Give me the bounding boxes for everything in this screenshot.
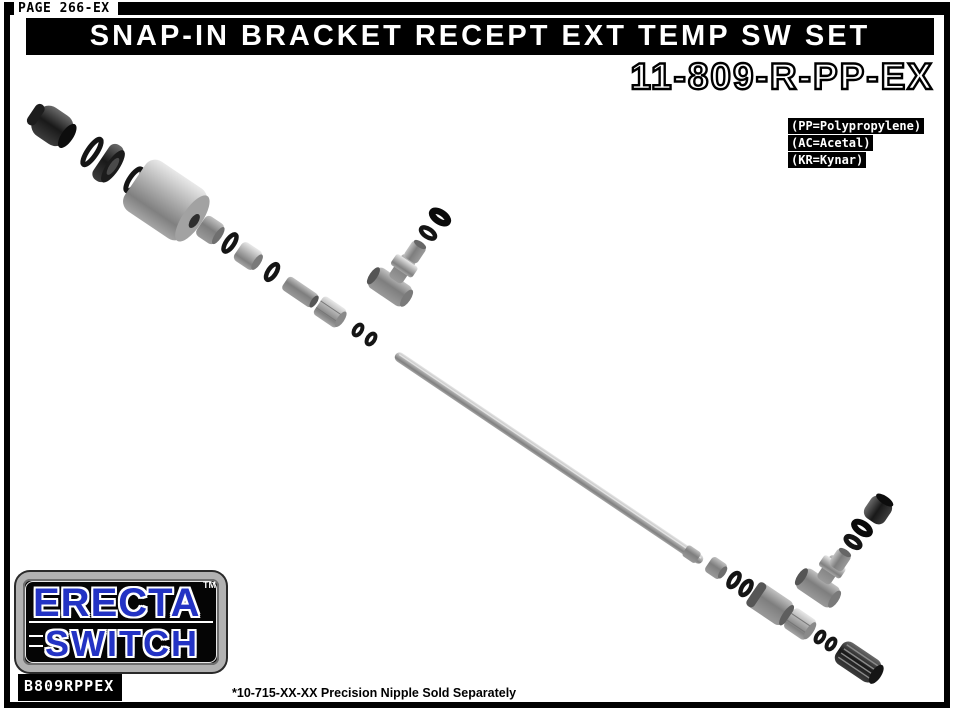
hex-adapter <box>313 296 347 328</box>
logo-stripe <box>29 645 43 647</box>
model-code: B809RPPEX <box>18 674 123 701</box>
o-ring <box>843 533 863 551</box>
nipple <box>404 239 427 264</box>
title-banner: SNAP-IN BRACKET RECEPT EXT TEMP SW SET <box>26 18 934 55</box>
o-ring <box>824 636 838 652</box>
erecta-switch-logo: ERECTA SWITCH TM <box>16 572 226 672</box>
logo-brand-top: ERECTA <box>33 581 201 625</box>
tee-fitting <box>366 254 418 307</box>
part-number: 11-809-R-PP-EX <box>629 55 934 98</box>
material-line-kr: (KR=Kynar) <box>788 152 867 168</box>
logo-divider-line <box>29 621 213 623</box>
material-legend: (PP=Polypropylene) (AC=Acetal) (KR=Kynar… <box>788 118 925 169</box>
material-line-pp: (PP=Polypropylene) <box>788 118 925 134</box>
trademark-label: TM <box>203 580 216 590</box>
o-ring <box>418 225 438 241</box>
stud <box>282 276 319 308</box>
page-title: SNAP-IN BRACKET RECEPT EXT TEMP SW SET <box>89 20 871 52</box>
extension-stem <box>394 352 704 564</box>
o-ring <box>263 261 281 283</box>
cap-nut <box>26 103 77 149</box>
o-ring <box>221 232 239 254</box>
logo-inner-frame <box>25 581 217 663</box>
connector-body <box>746 582 795 626</box>
logo-stripe <box>29 635 43 637</box>
o-ring <box>726 570 742 590</box>
probe-tip <box>834 641 884 684</box>
o-ring <box>813 629 827 645</box>
top-border-strip <box>4 2 950 15</box>
page-reference: PAGE 266-EX <box>14 0 118 18</box>
nipple <box>829 547 852 572</box>
bushing <box>705 557 728 579</box>
locknut <box>851 518 873 538</box>
flange-washer <box>92 143 125 183</box>
switch-body <box>123 159 210 242</box>
hex-adapter <box>784 608 817 640</box>
o-ring <box>364 331 378 347</box>
o-ring <box>80 136 104 168</box>
o-ring <box>351 322 365 338</box>
o-ring <box>738 578 754 598</box>
cap-nut <box>863 493 894 525</box>
material-line-ac: (AC=Acetal) <box>788 135 874 151</box>
logo-brand-bottom: SWITCH <box>45 623 199 664</box>
footnote: *10-715-XX-XX Precision Nipple Sold Sepa… <box>232 686 517 700</box>
locknut <box>428 207 452 227</box>
bushing <box>196 215 225 245</box>
bushing <box>233 242 263 270</box>
